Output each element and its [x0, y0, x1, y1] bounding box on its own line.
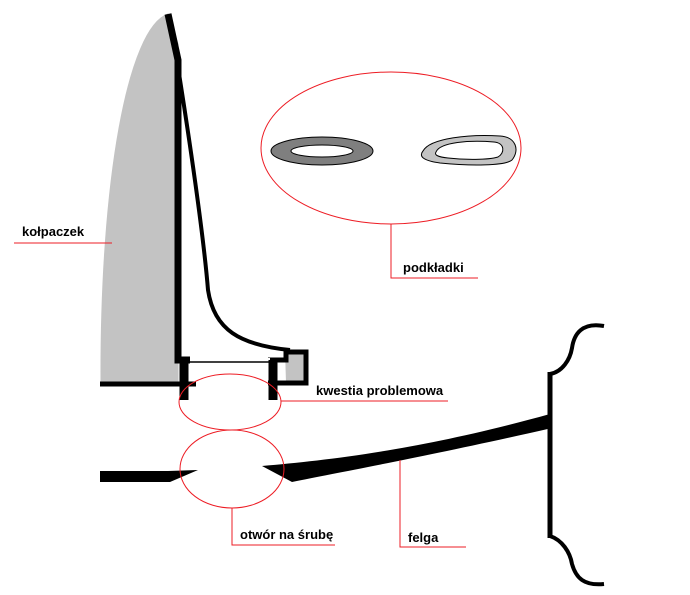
- bolt-hole-label: otwór na śrubę: [240, 527, 333, 542]
- hubcap-center-gap: [190, 358, 270, 363]
- hubcap-outer-shell: [100, 13, 179, 384]
- bolt-hole-callout-leader: [231, 508, 335, 546]
- rim-flange-top-curl: [549, 323, 605, 376]
- rim-label: felga: [408, 530, 439, 545]
- hubcap-right-lip: [285, 350, 306, 383]
- washers-callout-leader: [390, 224, 478, 279]
- hubcap-right-lip-outline: [268, 349, 309, 386]
- issue-label: kwestia problemowa: [316, 383, 444, 398]
- washers: [270, 135, 517, 166]
- washers-label: podkładki: [403, 260, 464, 275]
- callouts: [14, 71, 522, 548]
- labels: kołpaczek podkładki kwestia problemowa o…: [22, 224, 464, 545]
- rim: [100, 323, 605, 587]
- washer-dark-hole: [290, 144, 354, 158]
- rim-right-segment: [262, 414, 552, 482]
- issue-callout-circle: [178, 373, 282, 431]
- rim-flange-bottom-curl: [549, 534, 605, 587]
- hubcap: [100, 13, 309, 400]
- rim-left-segment: [100, 470, 198, 482]
- cap-label: kołpaczek: [22, 224, 85, 239]
- rim-callout-leader: [399, 460, 466, 548]
- washer-light-hole: [435, 140, 504, 160]
- hubcap-inner-curve: [170, 29, 291, 352]
